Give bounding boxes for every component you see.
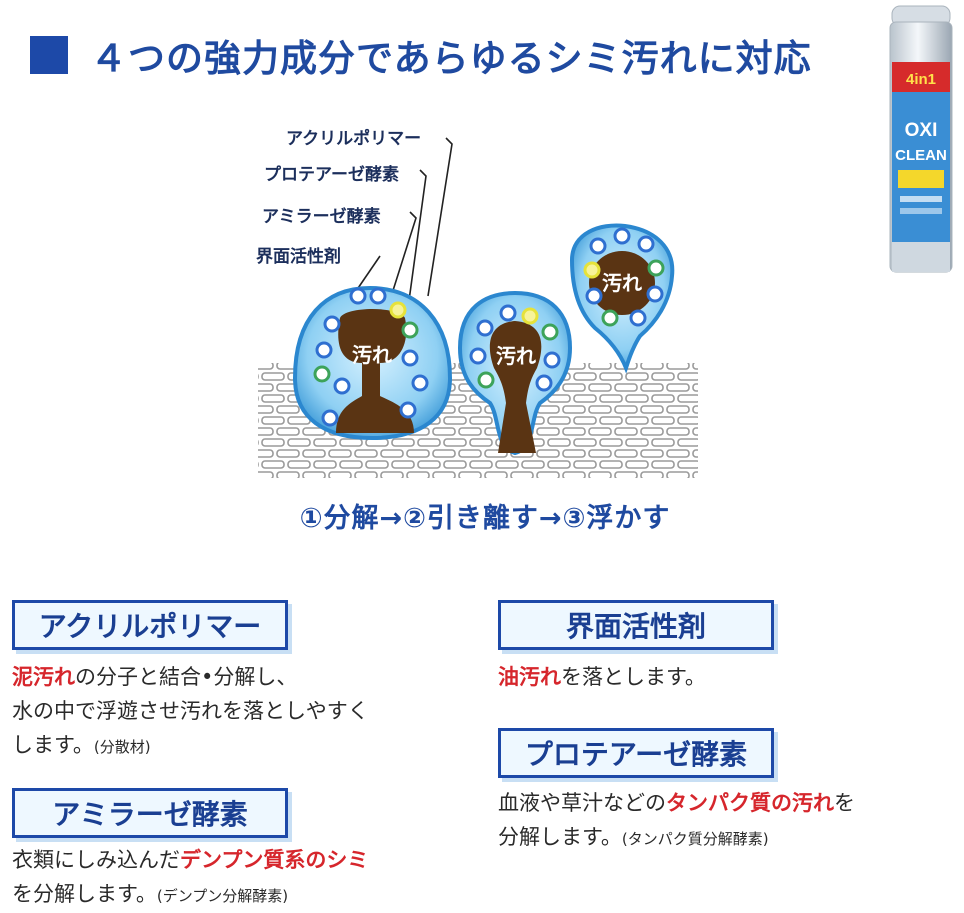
ingredient-molecules xyxy=(313,227,665,427)
desc-surfactant-line1: 油汚れを落とします。 xyxy=(498,660,706,694)
header-protease: プロテアーゼ酵素 xyxy=(498,728,774,778)
bubble-stage-3 xyxy=(569,223,675,374)
desc-protease-note: (タンパク質分解酵素) xyxy=(621,830,769,848)
desc-acrylic-note: (分散材) xyxy=(93,738,151,756)
label-acrylic: アクリルポリマー xyxy=(286,129,422,149)
label-protease: プロテアーゼ酵素 xyxy=(264,165,399,185)
header-surfactant: 界面活性剤 xyxy=(498,600,774,650)
diagram-illustration: 汚れ 汚れ 汚れ xyxy=(258,137,698,478)
desc-protease-line2: 分解します。(タンパク質分解酵素) xyxy=(498,820,855,856)
desc-surfactant: 油汚れを落とします。 xyxy=(498,660,706,694)
page-title: ４つの強力成分であらゆるシミ汚れに対応 xyxy=(90,37,812,80)
highlight-starch-stain: デンプン質系のシミ xyxy=(180,848,369,872)
desc-protease: 血液や草汁などのタンパク質の汚れを 分解します。(タンパク質分解酵素) xyxy=(498,786,855,856)
desc-amylase-line2-main: を分解します。 xyxy=(12,882,157,906)
label-amylase: アミラーゼ酵素 xyxy=(262,207,381,227)
stain-label-3: 汚れ xyxy=(602,271,642,295)
desc-acrylic-polymer: 泥汚れの分子と結合•分解し、 水の中で浮遊させ汚れを落としやすく します。(分散… xyxy=(12,660,369,764)
desc-acrylic-line3-main: します。 xyxy=(12,733,94,757)
desc-amylase-note: (デンプン分解酵素) xyxy=(156,887,289,905)
product-brand-2: CLEAN xyxy=(895,147,947,164)
desc-protease-line1: 血液や草汁などのタンパク質の汚れを xyxy=(498,786,855,820)
leader-lines xyxy=(353,137,453,309)
product-bottle-image: 4in1 OXI CLEAN xyxy=(889,5,953,273)
desc-acrylic-line3: します。(分散材) xyxy=(12,728,369,764)
desc-protease-line2-main: 分解します。 xyxy=(498,825,622,849)
desc-acrylic-line1-rest: の分子と結合•分解し、 xyxy=(75,665,298,689)
label-surfactant: 界面活性剤 xyxy=(256,247,341,267)
desc-protease-line1-a: 血液や草汁などの xyxy=(498,791,666,815)
desc-amylase: 衣類にしみ込んだデンプン質系のシミ を分解します。(デンプン分解酵素) xyxy=(12,843,368,913)
highlight-mud-stain: 泥汚れ xyxy=(12,665,75,689)
product-brand-1: OXI xyxy=(905,120,938,141)
product-badge: 4in1 xyxy=(906,71,936,88)
desc-protease-line1-b: を xyxy=(834,791,855,815)
highlight-oil-stain: 油汚れ xyxy=(498,665,561,689)
stain-label-2: 汚れ xyxy=(496,344,536,368)
desc-acrylic-line2: 水の中で浮遊させ汚れを落としやすく xyxy=(12,699,369,723)
title-row: ４つの強力成分であらゆるシミ汚れに対応 xyxy=(30,30,812,80)
desc-amylase-line1: 衣類にしみ込んだデンプン質系のシミ xyxy=(12,843,368,877)
process-steps: ①分解→②引き離す→③浮かす xyxy=(299,503,671,534)
desc-amylase-line1-a: 衣類にしみ込んだ xyxy=(12,848,180,872)
desc-acrylic-line1: 泥汚れの分子と結合•分解し、 xyxy=(12,660,369,694)
stain-label-1: 汚れ xyxy=(352,343,392,367)
highlight-protein-stain: タンパク質の汚れ xyxy=(666,791,834,815)
desc-surfactant-line1-rest: を落とします。 xyxy=(561,665,706,689)
desc-amylase-line2: を分解します。(デンプン分解酵素) xyxy=(12,877,368,913)
title-square-icon xyxy=(30,36,68,74)
stain-removal-diagram: 汚れ 汚れ 汚れ アクリルポリマー プロテアーゼ酵素 アミラーゼ酵素 界面活性剤 xyxy=(250,118,710,478)
header-acrylic-polymer: アクリルポリマー xyxy=(12,600,288,650)
header-amylase: アミラーゼ酵素 xyxy=(12,788,288,838)
